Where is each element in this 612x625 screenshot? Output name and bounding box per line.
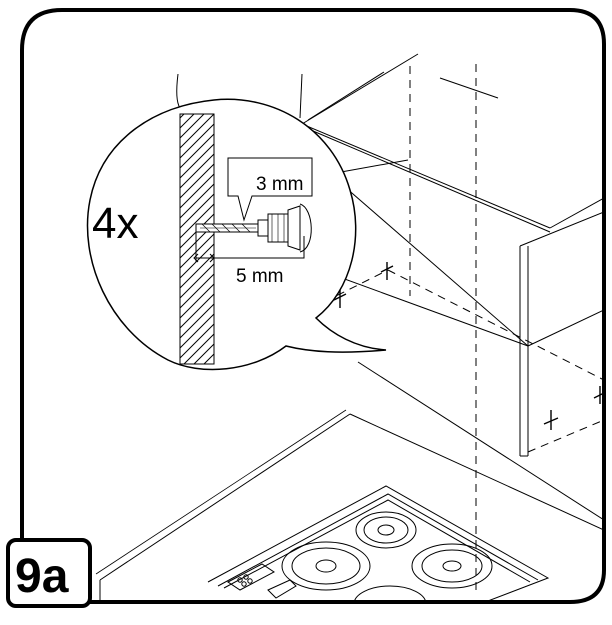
hatch-line: [179, 153, 215, 189]
hatch-line: [179, 303, 215, 339]
hatch-line: [179, 193, 215, 229]
diameter-callout-box: [227, 157, 313, 222]
hatch-line: [179, 123, 215, 159]
burner-left: [281, 541, 371, 591]
hob: [207, 485, 550, 602]
hatch-line: [193, 343, 215, 365]
hatch-line: [179, 113, 215, 149]
hatch-line: [179, 253, 215, 289]
hatched-wall: [179, 113, 215, 365]
hatch-line: [179, 113, 205, 139]
figure-frame: [62, 8, 606, 604]
hatch-line: [179, 113, 195, 129]
burner-right: [411, 543, 493, 589]
hatch-line: [179, 133, 215, 169]
hatch-line: [179, 173, 215, 209]
hatch-line: [179, 283, 215, 319]
step-badge: [6, 538, 92, 608]
burner-back: [355, 511, 417, 549]
hatch-line: [179, 183, 215, 219]
hatch-line: [179, 293, 215, 329]
hatch-line: [179, 143, 215, 179]
drill-marks: [333, 262, 604, 430]
drill-detail: [193, 157, 313, 268]
hatch-line: [203, 353, 215, 365]
hatch-line: [179, 263, 215, 299]
wall-lines: [176, 71, 604, 521]
hatch-line: [179, 233, 215, 269]
hatch-line: [179, 313, 215, 349]
step-label: 9a: [15, 550, 69, 603]
hatch-line: [179, 113, 185, 119]
burner-front: [353, 585, 427, 602]
scene: [86, 53, 604, 602]
drill-diameter-label: 3 mm: [256, 174, 304, 195]
hatch-line: [179, 203, 215, 239]
drill-depth-label: 5 mm: [236, 266, 284, 287]
hatch-line: [179, 273, 215, 309]
countertop: [95, 409, 604, 600]
quantity-label: 4x: [92, 199, 138, 248]
upper-cabinet: [301, 53, 604, 457]
hatch-line: [179, 323, 215, 359]
hatch-line: [183, 333, 215, 365]
hatch-line: [179, 163, 215, 199]
